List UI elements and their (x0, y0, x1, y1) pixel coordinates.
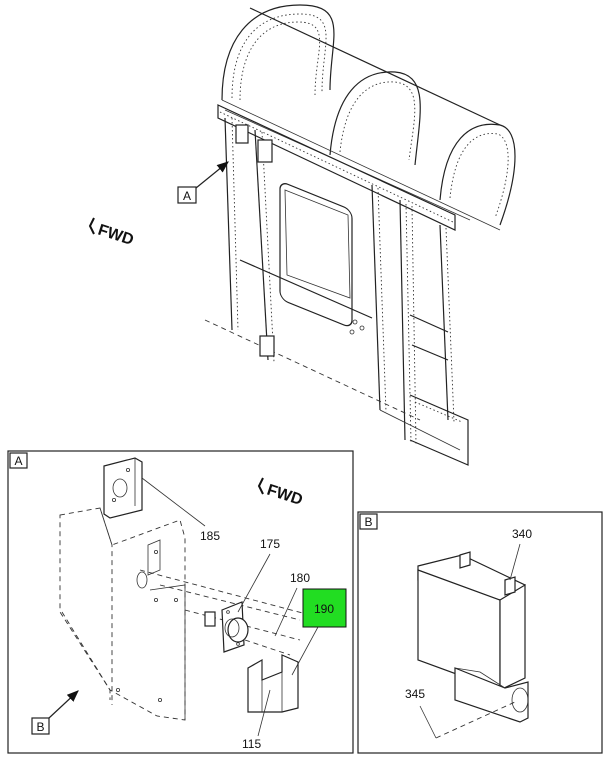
detail-view-b: B 340 345 (357, 511, 603, 754)
cab-rear-panel-drawing (204, 4, 516, 466)
fwd-detail-label: FWD (265, 482, 305, 509)
view-a-header-label: A (14, 454, 22, 468)
part-label-345[interactable]: 345 (405, 687, 425, 701)
fwd-main-label: FWD (96, 222, 136, 249)
detail-view-a: A FWD (7, 450, 354, 754)
view-a-callout-label: A (183, 189, 191, 203)
fwd-indicator-main: FWD (88, 217, 136, 249)
highlight-box-190[interactable] (302, 588, 347, 628)
view-b-ref-label[interactable]: B (36, 720, 44, 734)
part-label-185[interactable]: 185 (200, 529, 220, 543)
part-label-180[interactable]: 180 (290, 571, 310, 585)
part-label-340[interactable]: 340 (512, 527, 532, 541)
fwd-arrow-icon (88, 217, 95, 235)
part-label-175[interactable]: 175 (260, 537, 280, 551)
view-a-callout[interactable]: A (177, 161, 229, 204)
fwd-arrow-icon (257, 477, 264, 495)
view-b-header-label: B (364, 515, 372, 529)
part-label-115[interactable]: 115 (242, 737, 261, 751)
part-label-190[interactable]: 190 (314, 602, 334, 616)
